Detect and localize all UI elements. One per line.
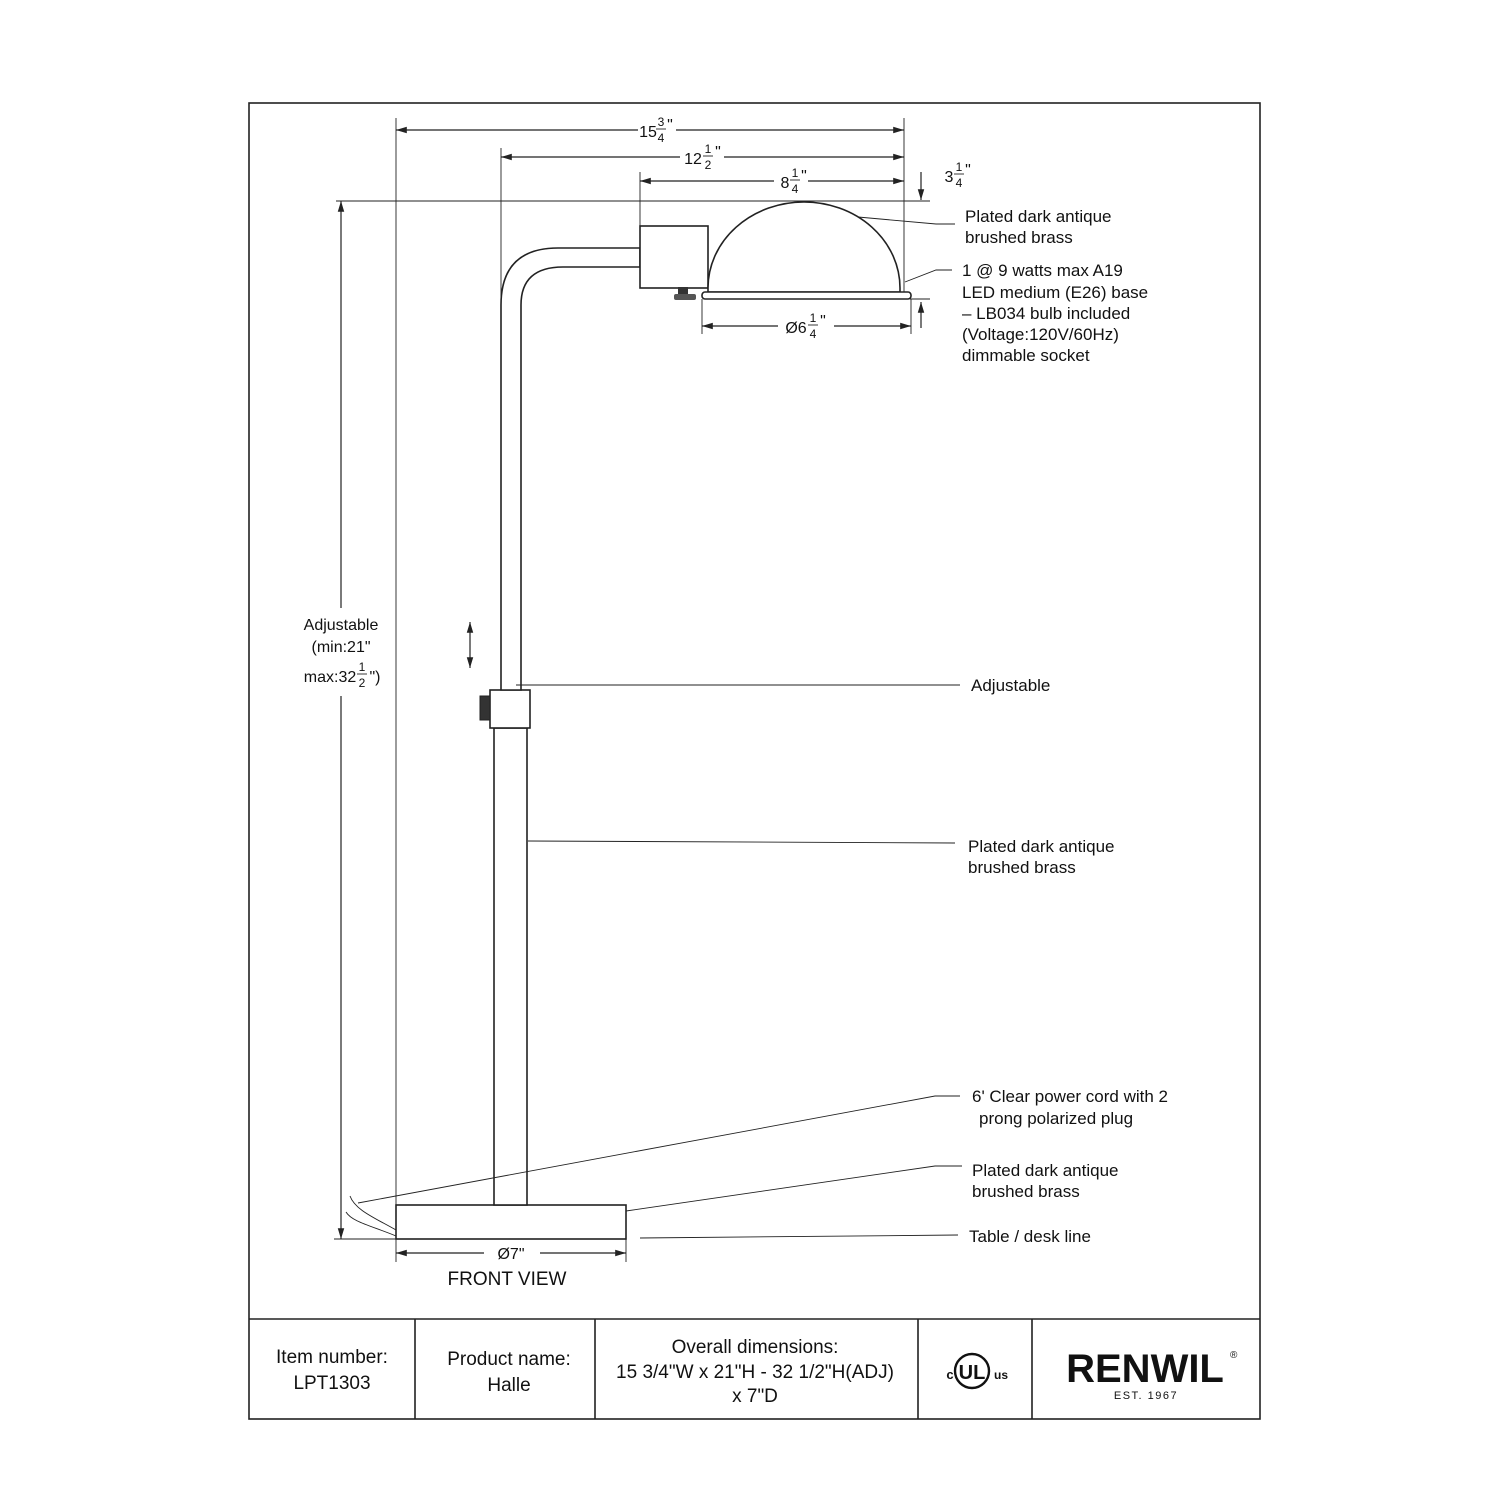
svg-text:Table / desk line: Table / desk line bbox=[969, 1227, 1091, 1246]
svg-text:1: 1 bbox=[810, 311, 817, 325]
switch-knob-cap bbox=[674, 294, 696, 300]
callout-shade-finish: Plated dark antique brushed brass bbox=[857, 207, 1112, 247]
dimension-lines bbox=[334, 118, 930, 1262]
dim-shade-diameter: Ø6 1 4 " bbox=[785, 311, 826, 341]
svg-text:Plated dark antique: Plated dark antique bbox=[965, 207, 1112, 226]
svg-text:2: 2 bbox=[359, 676, 366, 690]
lamp-base bbox=[395, 1204, 627, 1240]
drawing-border bbox=[248, 102, 1261, 1420]
svg-text:3: 3 bbox=[945, 169, 954, 186]
shade-mount bbox=[639, 225, 709, 289]
svg-text:": " bbox=[820, 313, 826, 330]
svg-text:brushed brass: brushed brass bbox=[965, 228, 1073, 247]
height-adjust-collar bbox=[489, 689, 531, 729]
svg-text:": " bbox=[965, 162, 971, 179]
callout-bulb: 1 @ 9 watts max A19 LED medium (E26) bas… bbox=[904, 261, 1148, 365]
ul-certification-icon: UL c us bbox=[946, 1352, 1008, 1390]
svg-text:brushed brass: brushed brass bbox=[968, 858, 1076, 877]
dim-shade-width: 8 1 4 " bbox=[781, 166, 807, 196]
overall-dimensions-label: Overall dimensions: bbox=[672, 1337, 839, 1358]
svg-text:8: 8 bbox=[781, 175, 790, 192]
svg-text:dimmable socket: dimmable socket bbox=[962, 346, 1090, 365]
product-name-label: Product name: bbox=[447, 1349, 571, 1370]
svg-text:prong polarized plug: prong polarized plug bbox=[979, 1109, 1133, 1128]
dim-base-diameter: Ø7" bbox=[497, 1246, 524, 1263]
lamp-shade bbox=[707, 201, 901, 293]
collar-knob bbox=[479, 695, 491, 721]
product-name-value: Halle bbox=[487, 1375, 530, 1396]
svg-text:4: 4 bbox=[792, 182, 799, 196]
overall-dimensions-line1: 15 3/4"W x 21"H - 32 1/2"H(ADJ) bbox=[616, 1362, 894, 1383]
svg-text:Plated dark antique: Plated dark antique bbox=[968, 837, 1115, 856]
callout-adjustable: Adjustable bbox=[516, 676, 1050, 695]
item-number-value: LPT1303 bbox=[293, 1373, 370, 1394]
svg-text:c: c bbox=[946, 1367, 953, 1382]
svg-text:6' Clear power cord with 2: 6' Clear power cord with 2 bbox=[972, 1087, 1168, 1106]
svg-text:– LB034 bulb included: – LB034 bulb included bbox=[962, 304, 1130, 323]
svg-text:4: 4 bbox=[658, 131, 665, 145]
svg-text:UL: UL bbox=[959, 1362, 986, 1384]
svg-text:1: 1 bbox=[956, 160, 963, 174]
callout-base-finish: Plated dark antique brushed brass bbox=[625, 1161, 1119, 1212]
svg-text:EST. 1967: EST. 1967 bbox=[1114, 1390, 1178, 1402]
svg-text:brushed brass: brushed brass bbox=[972, 1182, 1080, 1201]
lamp-upper-arm bbox=[500, 247, 641, 691]
svg-text:"): ") bbox=[369, 669, 380, 686]
callout-table-line: Table / desk line bbox=[639, 1227, 1091, 1246]
svg-text:": " bbox=[801, 168, 807, 185]
dim-overall-height: Adjustable (min:21" max:32 1 2 ") bbox=[304, 617, 381, 690]
svg-text:®: ® bbox=[1230, 1350, 1238, 1361]
dim-arm-width: 12 1 2 " bbox=[684, 142, 721, 172]
svg-text:(min:21": (min:21" bbox=[311, 639, 370, 656]
svg-text:4: 4 bbox=[810, 327, 817, 341]
svg-text:12: 12 bbox=[684, 151, 702, 168]
svg-text:LED medium (E26) base: LED medium (E26) base bbox=[962, 283, 1148, 302]
svg-text:Ø6: Ø6 bbox=[785, 320, 806, 337]
shade-rim bbox=[701, 291, 912, 300]
dim-overall-width: 15 3 4 " bbox=[639, 115, 673, 145]
view-label: FRONT VIEW bbox=[448, 1269, 567, 1290]
svg-text:(Voltage:120V/60Hz): (Voltage:120V/60Hz) bbox=[962, 325, 1119, 344]
svg-text:RENWIL: RENWIL bbox=[1066, 1347, 1224, 1391]
svg-text:": " bbox=[667, 117, 673, 134]
title-block: Item number: LPT1303 Product name: Halle… bbox=[276, 1319, 1238, 1419]
lamp-drawing bbox=[345, 201, 912, 1240]
svg-text:max:32: max:32 bbox=[304, 669, 357, 686]
renwil-logo: RENWIL ® EST. 1967 bbox=[1066, 1347, 1238, 1402]
lamp-lower-stem bbox=[493, 727, 528, 1206]
svg-text:2: 2 bbox=[705, 158, 712, 172]
overall-dimensions-line2: x 7"D bbox=[732, 1386, 778, 1407]
svg-text:": " bbox=[715, 144, 721, 161]
power-cord bbox=[345, 1195, 397, 1237]
switch-knob bbox=[678, 287, 688, 294]
svg-text:15: 15 bbox=[639, 124, 657, 141]
svg-text:Plated dark antique: Plated dark antique bbox=[972, 1161, 1119, 1180]
svg-text:1: 1 bbox=[359, 660, 366, 674]
dim-shade-height: 3 1 4 " bbox=[945, 160, 971, 190]
svg-text:4: 4 bbox=[956, 176, 963, 190]
svg-text:1: 1 bbox=[705, 142, 712, 156]
svg-text:1: 1 bbox=[792, 166, 799, 180]
svg-text:Adjustable: Adjustable bbox=[304, 617, 379, 634]
svg-text:1 @ 9 watts max A19: 1 @ 9 watts max A19 bbox=[962, 261, 1123, 280]
callout-stem-finish: Plated dark antique brushed brass bbox=[527, 837, 1115, 877]
svg-text:Adjustable: Adjustable bbox=[971, 676, 1050, 695]
svg-text:3: 3 bbox=[658, 115, 665, 129]
callout-cord: 6' Clear power cord with 2 prong polariz… bbox=[357, 1087, 1168, 1204]
svg-text:us: us bbox=[994, 1368, 1008, 1382]
item-number-label: Item number: bbox=[276, 1347, 388, 1368]
